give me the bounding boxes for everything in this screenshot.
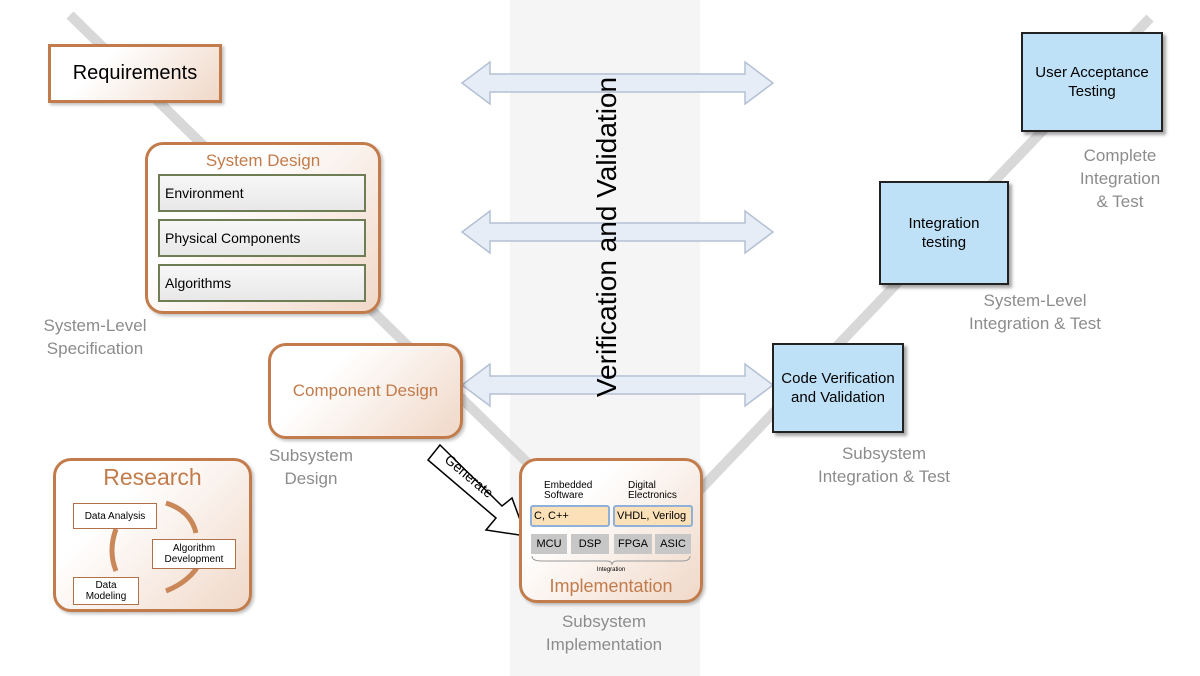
integration-brace (531, 555, 691, 566)
system-design-box[interactable]: System Design Environment Physical Compo… (145, 142, 381, 314)
physical-components-item[interactable]: Physical Components (158, 219, 366, 257)
label-system-level-specification: System-Level Specification (43, 316, 147, 358)
component-design-box[interactable]: Component Design (268, 343, 463, 439)
label-subsystem-implementation: Subsystem Implementation (545, 612, 663, 654)
research-title: Research (103, 464, 202, 490)
chip-mcu: MCU (531, 534, 567, 554)
integration-testing-box[interactable]: Integration testing (879, 181, 1009, 285)
data-analysis-box[interactable]: Data Analysis (73, 503, 157, 529)
generate-arrow (426, 443, 528, 537)
system-design-title: System Design (205, 151, 321, 170)
integration-testing-label: Integration testing (908, 215, 980, 251)
embedded-software-heading: Embedded Software (544, 480, 593, 501)
implementation-title: Implementation (549, 576, 673, 596)
component-design-label: Component Design (292, 381, 439, 400)
c-cpp-box: C, C++ (530, 505, 610, 527)
user-acceptance-testing-box[interactable]: User Acceptance Testing (1021, 32, 1163, 132)
implementation-box[interactable]: Embedded Software Digital Electronics C,… (519, 458, 703, 603)
chip-asic: ASIC (655, 534, 691, 554)
uat-label: User Acceptance Testing (1035, 64, 1149, 100)
label-subsystem-design: Subsystem Design (268, 446, 354, 488)
environment-item[interactable]: Environment (158, 174, 366, 212)
double-arrow-middle (460, 209, 775, 255)
code-verification-box[interactable]: Code Verification and Validation (772, 343, 904, 433)
double-arrow-top (460, 60, 775, 106)
digital-electronics-heading: Digital Electronics (628, 480, 677, 501)
integration-label: Integration (596, 567, 626, 573)
label-complete-integration-test: Complete Integration & Test (1079, 146, 1161, 211)
requirements-box[interactable]: Requirements (48, 44, 222, 103)
research-box[interactable]: Research Data Analysis Algorithm Develop… (53, 458, 252, 612)
chip-fpga: FPGA (614, 534, 652, 554)
data-modeling-box[interactable]: Data Modeling (73, 577, 139, 605)
algorithms-item[interactable]: Algorithms (158, 264, 366, 302)
algorithm-development-box[interactable]: Algorithm Development (152, 539, 236, 569)
chip-dsp: DSP (571, 534, 609, 554)
code-verification-label: Code Verification and Validation (781, 370, 895, 406)
requirements-label: Requirements (72, 62, 198, 84)
vhdl-verilog-box: VHDL, Verilog (613, 505, 693, 527)
verification-validation-label: Verification and Validation (591, 76, 622, 398)
label-subsystem-integration-test: Subsystem Integration & Test (818, 444, 950, 486)
label-system-level-integration-test: System-Level Integration & Test (969, 291, 1101, 333)
